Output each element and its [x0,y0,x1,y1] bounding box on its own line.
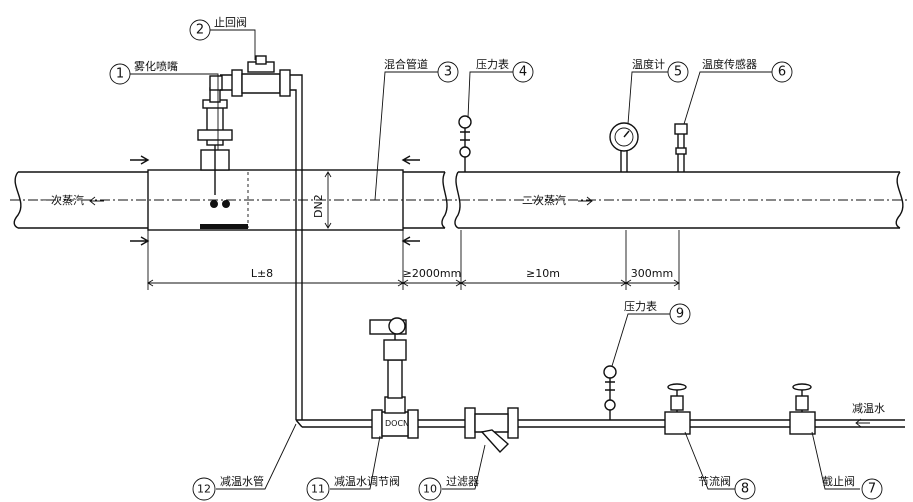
callout-number-11: 11 [311,483,325,496]
check-valve [220,55,303,420]
nozzle-assembly [197,75,233,195]
callout-label-11: 减温水调节阀 [334,474,400,488]
callout-circle-3 [437,61,459,83]
callout-circle-1 [109,63,131,85]
callout-label-6: 温度传感器 [702,57,757,71]
dimension-sensor-gap: 300mm [631,267,673,280]
dimension-mixing-length: L±8 [251,267,273,280]
callout-number-9: 9 [676,307,684,322]
pressure-gauge-4 [458,115,472,172]
callout-label-7: 截止阀 [822,474,855,488]
callout-circle-4 [512,61,534,83]
callout-circle-12 [192,477,216,501]
callout-label-2: 止回阀 [214,15,247,29]
callout-circle-9 [669,303,691,325]
callout-label-3: 混合管道 [384,57,428,71]
callout-label-4: 压力表 [476,57,509,71]
callout-number-12: 12 [197,483,211,496]
callout-number-5: 5 [674,65,682,80]
callout-circle-7 [861,478,883,500]
callout-number-8: 8 [741,482,749,497]
dimension-straight-run: ≥2000mm [403,267,462,280]
primary-steam-label: 一次蒸汽 [40,193,84,207]
pressure-gauge-9 [603,365,617,420]
callout-circle-6 [771,61,793,83]
callout-label-9: 压力表 [624,299,657,313]
throttle-valve-8 [664,383,691,435]
callout-circle-10 [418,477,442,501]
callout-label-8: 节流阀 [698,474,731,488]
callout-circle-8 [734,478,756,500]
desuperheating-water-label: 减温水 [852,402,885,415]
dimension-10m: ≥10m [526,267,560,280]
main-steam-pipe [10,155,908,246]
dimension-diameter: DN2 [312,194,325,218]
stop-valve-7 [789,383,816,435]
callout-number-6: 6 [778,65,786,80]
control-valve-11 [369,317,419,439]
leader-lines [130,29,860,490]
callout-label-5: 温度计 [632,57,665,71]
secondary-steam-arrow-icon [578,196,593,206]
strainer-10 [464,407,519,454]
callout-label-12: 减温水管 [220,474,264,488]
water-inlet-arrow-icon [855,418,870,428]
primary-steam-arrow-icon [89,196,104,206]
callout-number-10: 10 [423,483,437,496]
callout-number-1: 1 [116,67,124,82]
thermometer-5 [609,122,639,172]
callout-number-7: 7 [868,482,876,497]
callout-number-3: 3 [444,65,452,80]
temperature-sensor-6 [674,123,688,172]
callout-circle-11 [306,477,330,501]
callout-circle-5 [667,61,689,83]
callout-number-2: 2 [196,23,204,38]
callout-label-1: 雾化喷嘴 [134,59,178,73]
dimension-line [147,230,680,290]
valve-brand-label: DOCN [385,419,409,428]
secondary-steam-label: 二次蒸汽 [522,193,566,207]
callout-circle-2 [189,19,211,41]
callout-number-4: 4 [519,65,527,80]
callout-label-10: 过滤器 [446,475,479,488]
